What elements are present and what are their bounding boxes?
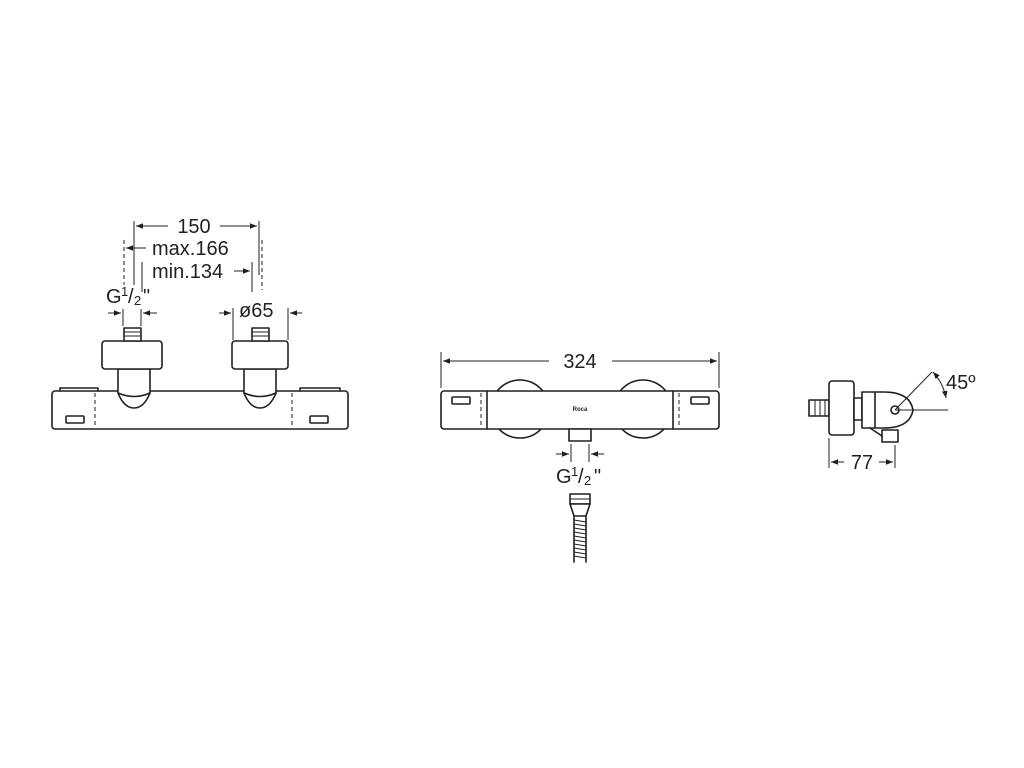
diameter-callout: ø65 — [219, 300, 302, 340]
dim-324-label: 324 — [563, 351, 596, 373]
side-inlet — [808, 399, 830, 417]
dim-min-label: min.134 — [152, 261, 223, 283]
front-mixer-body — [51, 387, 349, 430]
dim-77: 77 — [828, 438, 896, 474]
top-view: 324 Roca G 1 / 2 " — [440, 351, 720, 563]
side-nut — [828, 380, 855, 436]
outlet — [568, 428, 592, 442]
angle-label: 45º — [946, 372, 976, 394]
svg-text:/: / — [578, 466, 584, 488]
dim-150-label: 150 — [177, 216, 210, 238]
hose-coil — [573, 527, 587, 531]
front-view: 150 max.166 min.134 G 1 / 2 " — [51, 216, 349, 430]
thread-quote: " — [143, 286, 150, 308]
thread-sub-2: 2 — [584, 473, 591, 488]
hose-coil — [573, 523, 587, 527]
hose-coil — [573, 543, 587, 547]
thread-quote-2: " — [594, 466, 601, 488]
thread-letter: G — [106, 286, 122, 308]
hose-coil — [573, 539, 587, 543]
svg-text:/: / — [128, 286, 134, 308]
hose-coil — [573, 531, 587, 535]
brand-mark: Roca — [573, 407, 588, 413]
right-connector — [231, 327, 289, 409]
left-connector — [101, 327, 163, 409]
dim-324: 324 — [440, 351, 720, 388]
shower-hose — [569, 493, 591, 563]
dim-max-label: max.166 — [152, 238, 229, 260]
thread-sup-2: 1 — [571, 464, 578, 479]
diameter-label: ø65 — [239, 300, 273, 322]
hose-coil — [573, 551, 587, 555]
top-thread-callout: G 1 / 2 " — [556, 444, 604, 488]
top-mixer-body: Roca — [440, 390, 720, 430]
thread-sub: 2 — [134, 293, 141, 308]
hose-coil — [573, 555, 587, 559]
dim-150: 150 — [133, 216, 260, 285]
dim-77-label: 77 — [851, 452, 873, 474]
front-thread-callout: G 1 / 2 " — [106, 284, 157, 326]
hose-coil — [573, 535, 587, 539]
hose-coil — [573, 547, 587, 551]
thread-letter-2: G — [556, 466, 572, 488]
thread-sup: 1 — [121, 284, 128, 299]
dim-max: max.166 — [123, 238, 263, 290]
dim-min: min.134 — [141, 261, 253, 292]
side-view: 45º 77 — [808, 371, 976, 474]
hose-coil — [573, 519, 587, 523]
side-outlet — [881, 429, 899, 443]
